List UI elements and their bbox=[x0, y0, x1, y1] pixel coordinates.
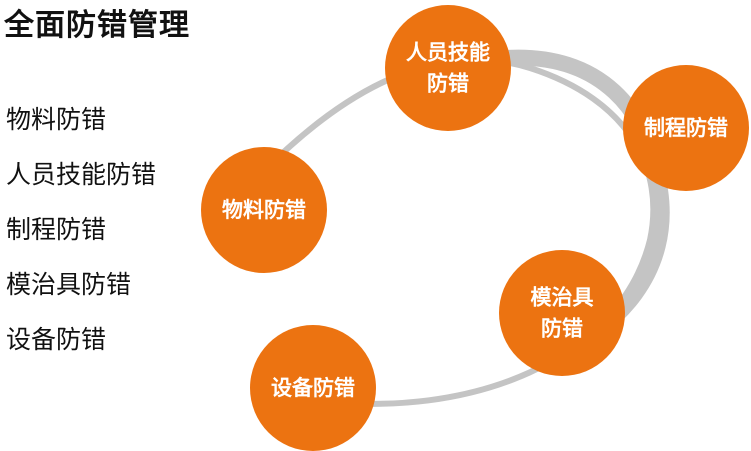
node-2: 制程防错 bbox=[623, 65, 749, 191]
node-5: 物料防错 bbox=[201, 147, 327, 273]
node-circle bbox=[385, 5, 511, 131]
list-item: 制程防错 bbox=[6, 215, 107, 244]
node-label: 防错 bbox=[541, 317, 583, 341]
list-item: 人员技能防错 bbox=[6, 160, 157, 189]
list-item: 物料防错 bbox=[6, 105, 107, 134]
list-item: 模治具防错 bbox=[6, 270, 132, 299]
node-1: 人员技能防错 bbox=[385, 5, 511, 131]
list-item: 设备防错 bbox=[6, 325, 107, 354]
node-3: 模治具防错 bbox=[499, 250, 625, 376]
page-title: 全面防错管理 bbox=[4, 8, 190, 43]
node-circle bbox=[201, 147, 327, 273]
node-label: 防错 bbox=[427, 72, 469, 96]
node-label: 设备防错 bbox=[271, 376, 355, 400]
item-list: 物料防错 人员技能防错 制程防错 模治具防错 设备防错 bbox=[6, 98, 156, 373]
node-label: 人员技能 bbox=[406, 41, 490, 65]
node-label: 制程防错 bbox=[644, 116, 728, 140]
node-4: 设备防错 bbox=[250, 325, 376, 451]
node-circle bbox=[623, 65, 749, 191]
node-circle bbox=[499, 250, 625, 376]
node-label: 物料防错 bbox=[222, 198, 306, 222]
node-label: 模治具 bbox=[531, 286, 594, 310]
node-circle bbox=[250, 325, 376, 451]
